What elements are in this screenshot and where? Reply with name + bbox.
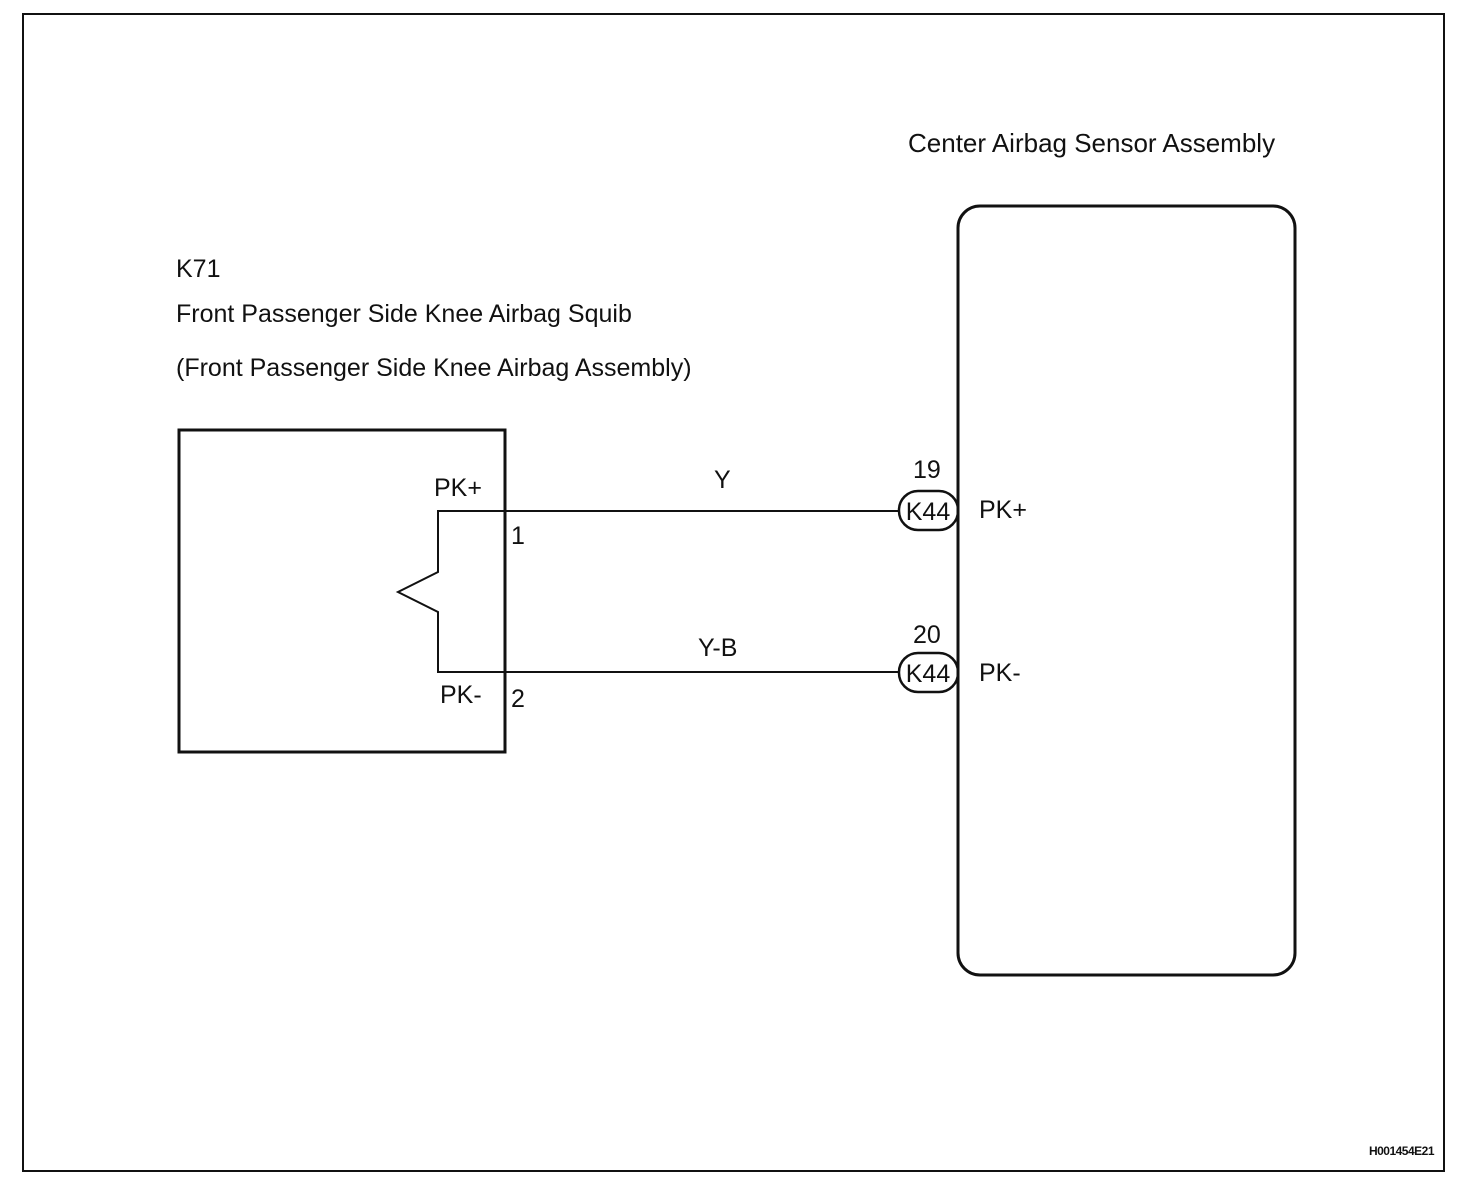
squib-assembly: (Front Passenger Side Knee Airbag Assemb… — [176, 354, 692, 382]
connector-neg-code: K44 — [906, 660, 951, 688]
connector-pos-pin: 19 — [913, 456, 941, 484]
squib-pin-neg-number: 2 — [511, 685, 525, 713]
squib-element-symbol — [395, 510, 505, 673]
wire-neg-color: Y-B — [698, 634, 737, 662]
diagram-frame — [22, 13, 1445, 1172]
wire-pos-color: Y — [714, 466, 731, 494]
connector-pos-oval — [897, 489, 960, 532]
squib-name: Front Passenger Side Knee Airbag Squib — [176, 300, 632, 328]
connector-neg-pin: 20 — [913, 621, 941, 649]
sensor-box — [956, 204, 1297, 977]
connector-neg-oval — [897, 651, 960, 694]
sensor-title: Center Airbag Sensor Assembly — [908, 128, 1275, 158]
squib-pin-neg-label: PK- — [440, 681, 482, 709]
squib-box — [177, 428, 507, 754]
squib-pin-pos-number: 1 — [511, 522, 525, 550]
figure-id: H001454E21 — [1369, 1144, 1435, 1158]
squib-code: K71 — [176, 255, 220, 283]
connector-neg-terminal: PK- — [979, 659, 1021, 687]
connector-pos-code: K44 — [906, 498, 951, 526]
connector-pos-terminal: PK+ — [979, 496, 1027, 524]
squib-pin-pos-label: PK+ — [434, 474, 482, 502]
